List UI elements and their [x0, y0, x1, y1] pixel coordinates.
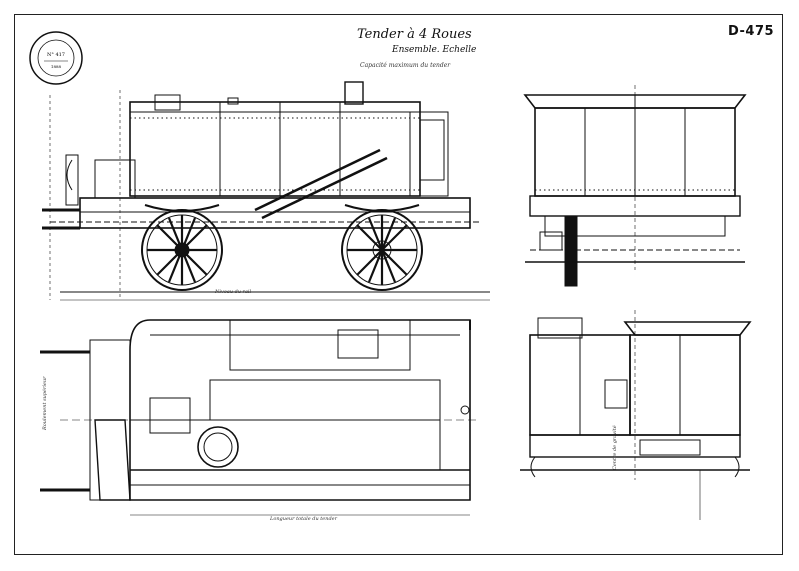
end-elevation-view	[523, 85, 747, 287]
drawing-caption: Capacité maximum du tender	[360, 62, 451, 69]
plan-length-note: Longueur totale du tender	[270, 516, 338, 522]
plate-id: D-475	[728, 24, 775, 39]
archive-stamp: N° 417 1888	[29, 31, 83, 85]
side-note-1: Roulement supérieur	[42, 376, 48, 430]
side-elevation-view	[42, 81, 490, 300]
plan-view	[40, 319, 480, 501]
cross-section-view	[520, 310, 752, 480]
drawing-subtitle: Ensemble. Echelle	[392, 45, 477, 55]
drawing-frame	[14, 14, 783, 555]
svg-text:1888: 1888	[51, 64, 62, 69]
stamp-number: N° 417	[47, 52, 65, 58]
rail-level-note: Niveau du rail	[215, 289, 252, 295]
side-note-2: Centre de gravité	[612, 425, 618, 470]
drawing-title: Tender à 4 Roues	[357, 27, 472, 42]
